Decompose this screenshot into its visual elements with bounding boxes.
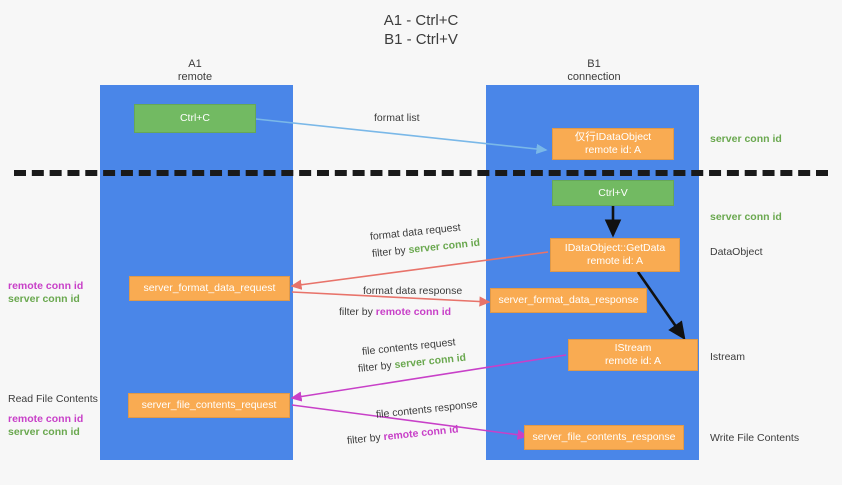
page-title-line-2: B1 - Ctrl+V	[384, 31, 458, 48]
node-server-format-data-request-label: server_format_data_request	[143, 282, 276, 294]
remote-conn-id-text: remote conn id	[375, 306, 452, 318]
node-istream[interactable]: IStream remote id: A	[568, 339, 698, 371]
node-idataobject-title: 仅行IDataObject	[574, 131, 652, 143]
filter-by-text: filter by	[371, 244, 407, 260]
server-conn-id-text-2: server conn id	[393, 351, 467, 372]
node-server-file-contents-response-label: server_file_contents_response	[532, 431, 676, 443]
column-header-a1: A1 remote	[115, 58, 275, 84]
server-conn-id-text: server conn id	[407, 236, 481, 257]
edge-label-format-data-response-filter: filter by remote conn id	[339, 305, 451, 319]
column-header-b1-sub: connection	[567, 71, 621, 83]
node-idataobject-sub: remote id: A	[584, 144, 642, 156]
node-server-format-data-response[interactable]: server_format_data_response	[490, 288, 647, 313]
edge-label-file-contents-response: file contents response	[375, 398, 479, 421]
edge-label-format-data-response: format data response	[363, 285, 463, 297]
filter-by-text-3: filter by	[357, 359, 393, 375]
node-ctrl-v[interactable]: Ctrl+V	[552, 180, 674, 206]
node-server-file-contents-request[interactable]: server_file_contents_request	[128, 393, 290, 418]
node-ctrl-c-label: Ctrl+C	[179, 112, 211, 124]
node-ctrl-c[interactable]: Ctrl+C	[134, 104, 256, 133]
phase-divider	[14, 170, 828, 176]
node-istream-sub: remote id: A	[604, 355, 662, 367]
filter-by-text-4: filter by	[346, 431, 382, 447]
node-ctrl-v-label: Ctrl+V	[598, 186, 628, 199]
page-title-line-1: A1 - Ctrl+C	[383, 12, 459, 29]
side-label-data-object: DataObject	[710, 246, 763, 258]
edge-label-format-list: format list	[374, 112, 420, 124]
node-getdata-sub: remote id: A	[586, 255, 644, 267]
side-label-remote-conn-id-2: remote conn id	[8, 413, 84, 425]
node-server-file-contents-request-label: server_file_contents_request	[141, 399, 277, 411]
filter-by-text-2: filter by	[339, 306, 373, 318]
node-istream-title: IStream	[614, 342, 652, 354]
column-header-a1-sub: remote	[177, 71, 213, 83]
node-server-file-contents-response[interactable]: server_file_contents_response	[524, 425, 684, 450]
side-label-write-file-contents: Write File Contents	[710, 432, 800, 444]
node-server-format-data-response-label: server_format_data_response	[498, 294, 639, 306]
side-label-server-conn-id-mid: server conn id	[710, 211, 782, 223]
column-header-b1-name: B1	[587, 58, 601, 70]
node-getdata[interactable]: IDataObject::GetData remote id: A	[550, 238, 680, 272]
side-label-server-conn-id-1: server conn id	[8, 293, 80, 305]
side-label-remote-conn-id-1: remote conn id	[8, 280, 84, 292]
column-header-a1-name: A1	[188, 58, 202, 70]
edge-label-file-contents-response-filter: filter by remote conn id	[346, 422, 459, 448]
side-label-read-file-contents: Read File Contents	[8, 393, 98, 405]
side-label-server-conn-id-top: server conn id	[710, 133, 782, 145]
column-header-b1: B1 connection	[514, 58, 674, 84]
remote-conn-id-text-2: remote conn id	[382, 423, 460, 444]
side-label-istream: Istream	[710, 351, 746, 363]
node-idataobject[interactable]: 仅行IDataObject remote id: A	[552, 128, 674, 160]
node-server-format-data-request[interactable]: server_format_data_request	[129, 276, 290, 301]
node-getdata-title: IDataObject::GetData	[564, 242, 666, 254]
side-label-server-conn-id-2: server conn id	[8, 426, 80, 438]
